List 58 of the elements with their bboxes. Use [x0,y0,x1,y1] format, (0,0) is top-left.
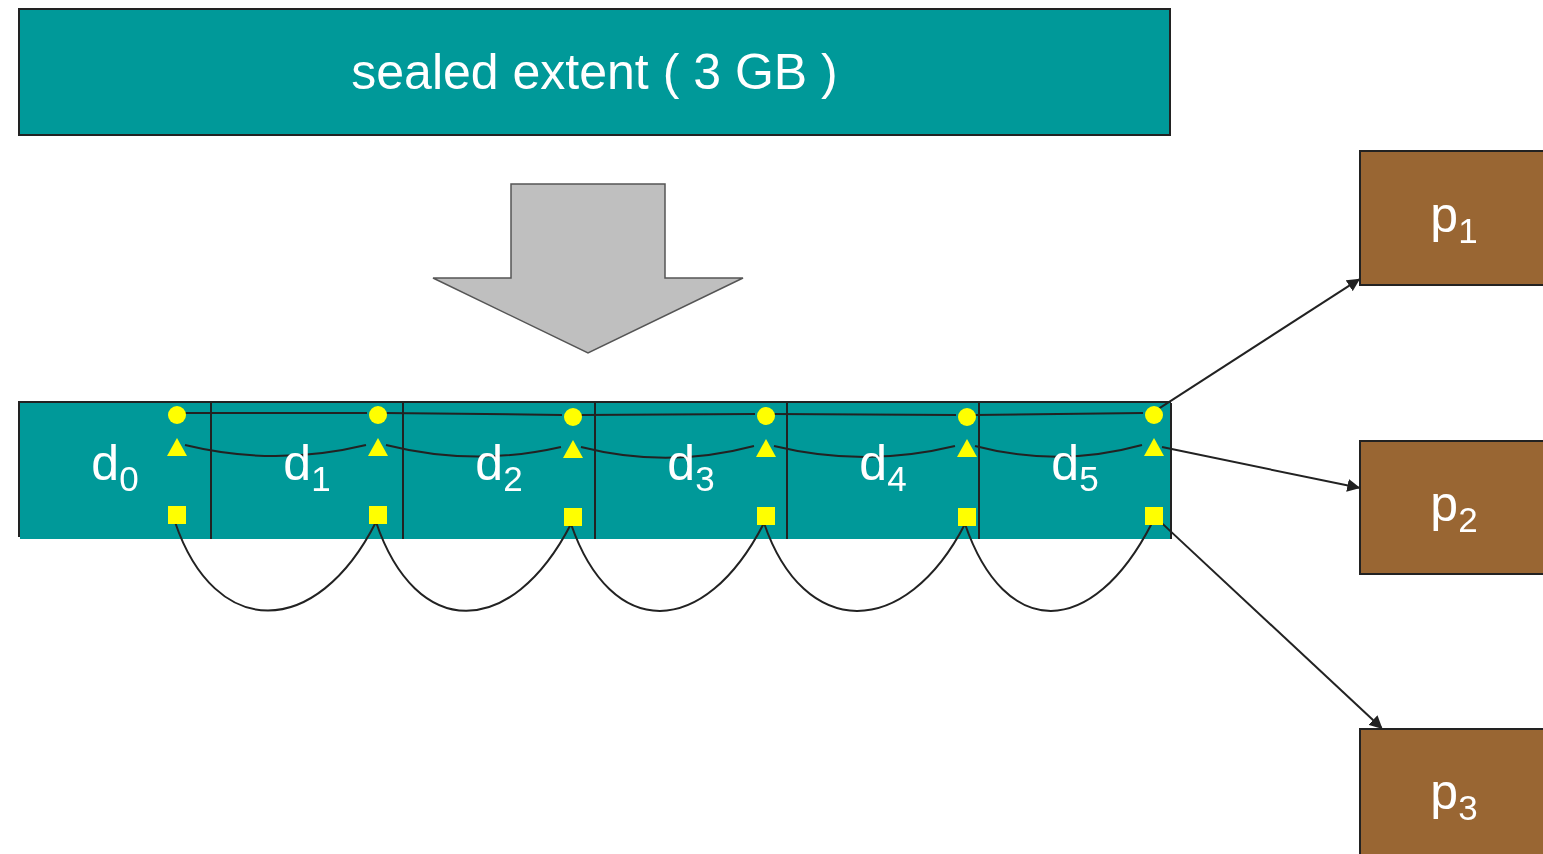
arrow [1158,278,1361,410]
circle-marker [168,406,186,424]
connector-line [183,412,368,414]
circle-marker [369,406,387,424]
connector-line [973,412,1144,416]
triangle-marker [756,439,776,457]
block-label: d$_{5}$ [1051,433,1099,499]
extent-box [18,8,1171,136]
connector-line [375,521,572,612]
square-marker [757,507,775,525]
arrow [1161,446,1361,492]
block-label: d$_{0}$ [91,433,139,499]
triangle-marker [957,439,977,457]
triangle-marker [563,440,583,458]
square-marker [369,506,387,524]
square-marker [564,508,582,526]
parity-box [1359,440,1543,575]
data-strip [18,401,1171,537]
data-block [788,403,980,539]
connector-line [763,522,966,612]
arrow [1160,521,1383,729]
data-block [404,403,596,539]
connector-line [964,522,1153,612]
circle-marker [564,408,582,426]
triangle-marker [1144,438,1164,456]
connector-line [773,445,956,458]
triangle-marker [167,438,187,456]
connector-line [580,445,755,459]
connector-line [570,522,765,612]
circle-marker [1145,406,1163,424]
block-label: p$_{1}$ [1430,185,1478,251]
block-label: p$_{2}$ [1430,475,1478,540]
connector-line [184,444,367,457]
block-label: p$_{3}$ [1430,763,1478,828]
circle-marker [958,408,976,426]
extent-label: sealed extent ( 3 GB ) [351,43,838,101]
block-arrow [432,183,744,354]
block-label: d$_{1}$ [283,433,331,499]
block-label: d$_{3}$ [667,433,715,499]
connector-line [974,444,1143,458]
data-block [20,403,212,539]
connector-line [384,412,563,416]
block-label: d$_{4}$ [859,433,907,499]
square-marker [168,506,186,524]
connector-line [174,521,377,612]
connector-line [385,444,562,458]
circle-marker [757,407,775,425]
data-block [596,403,788,539]
parity-box [1359,150,1543,286]
square-marker [958,508,976,526]
data-block [212,403,404,539]
connector-line [579,413,756,416]
block-label: d$_{2}$ [475,433,523,499]
data-block [980,403,1172,539]
connector-line [772,413,957,416]
parity-box [1359,728,1543,854]
square-marker [1145,507,1163,525]
triangle-marker [368,438,388,456]
